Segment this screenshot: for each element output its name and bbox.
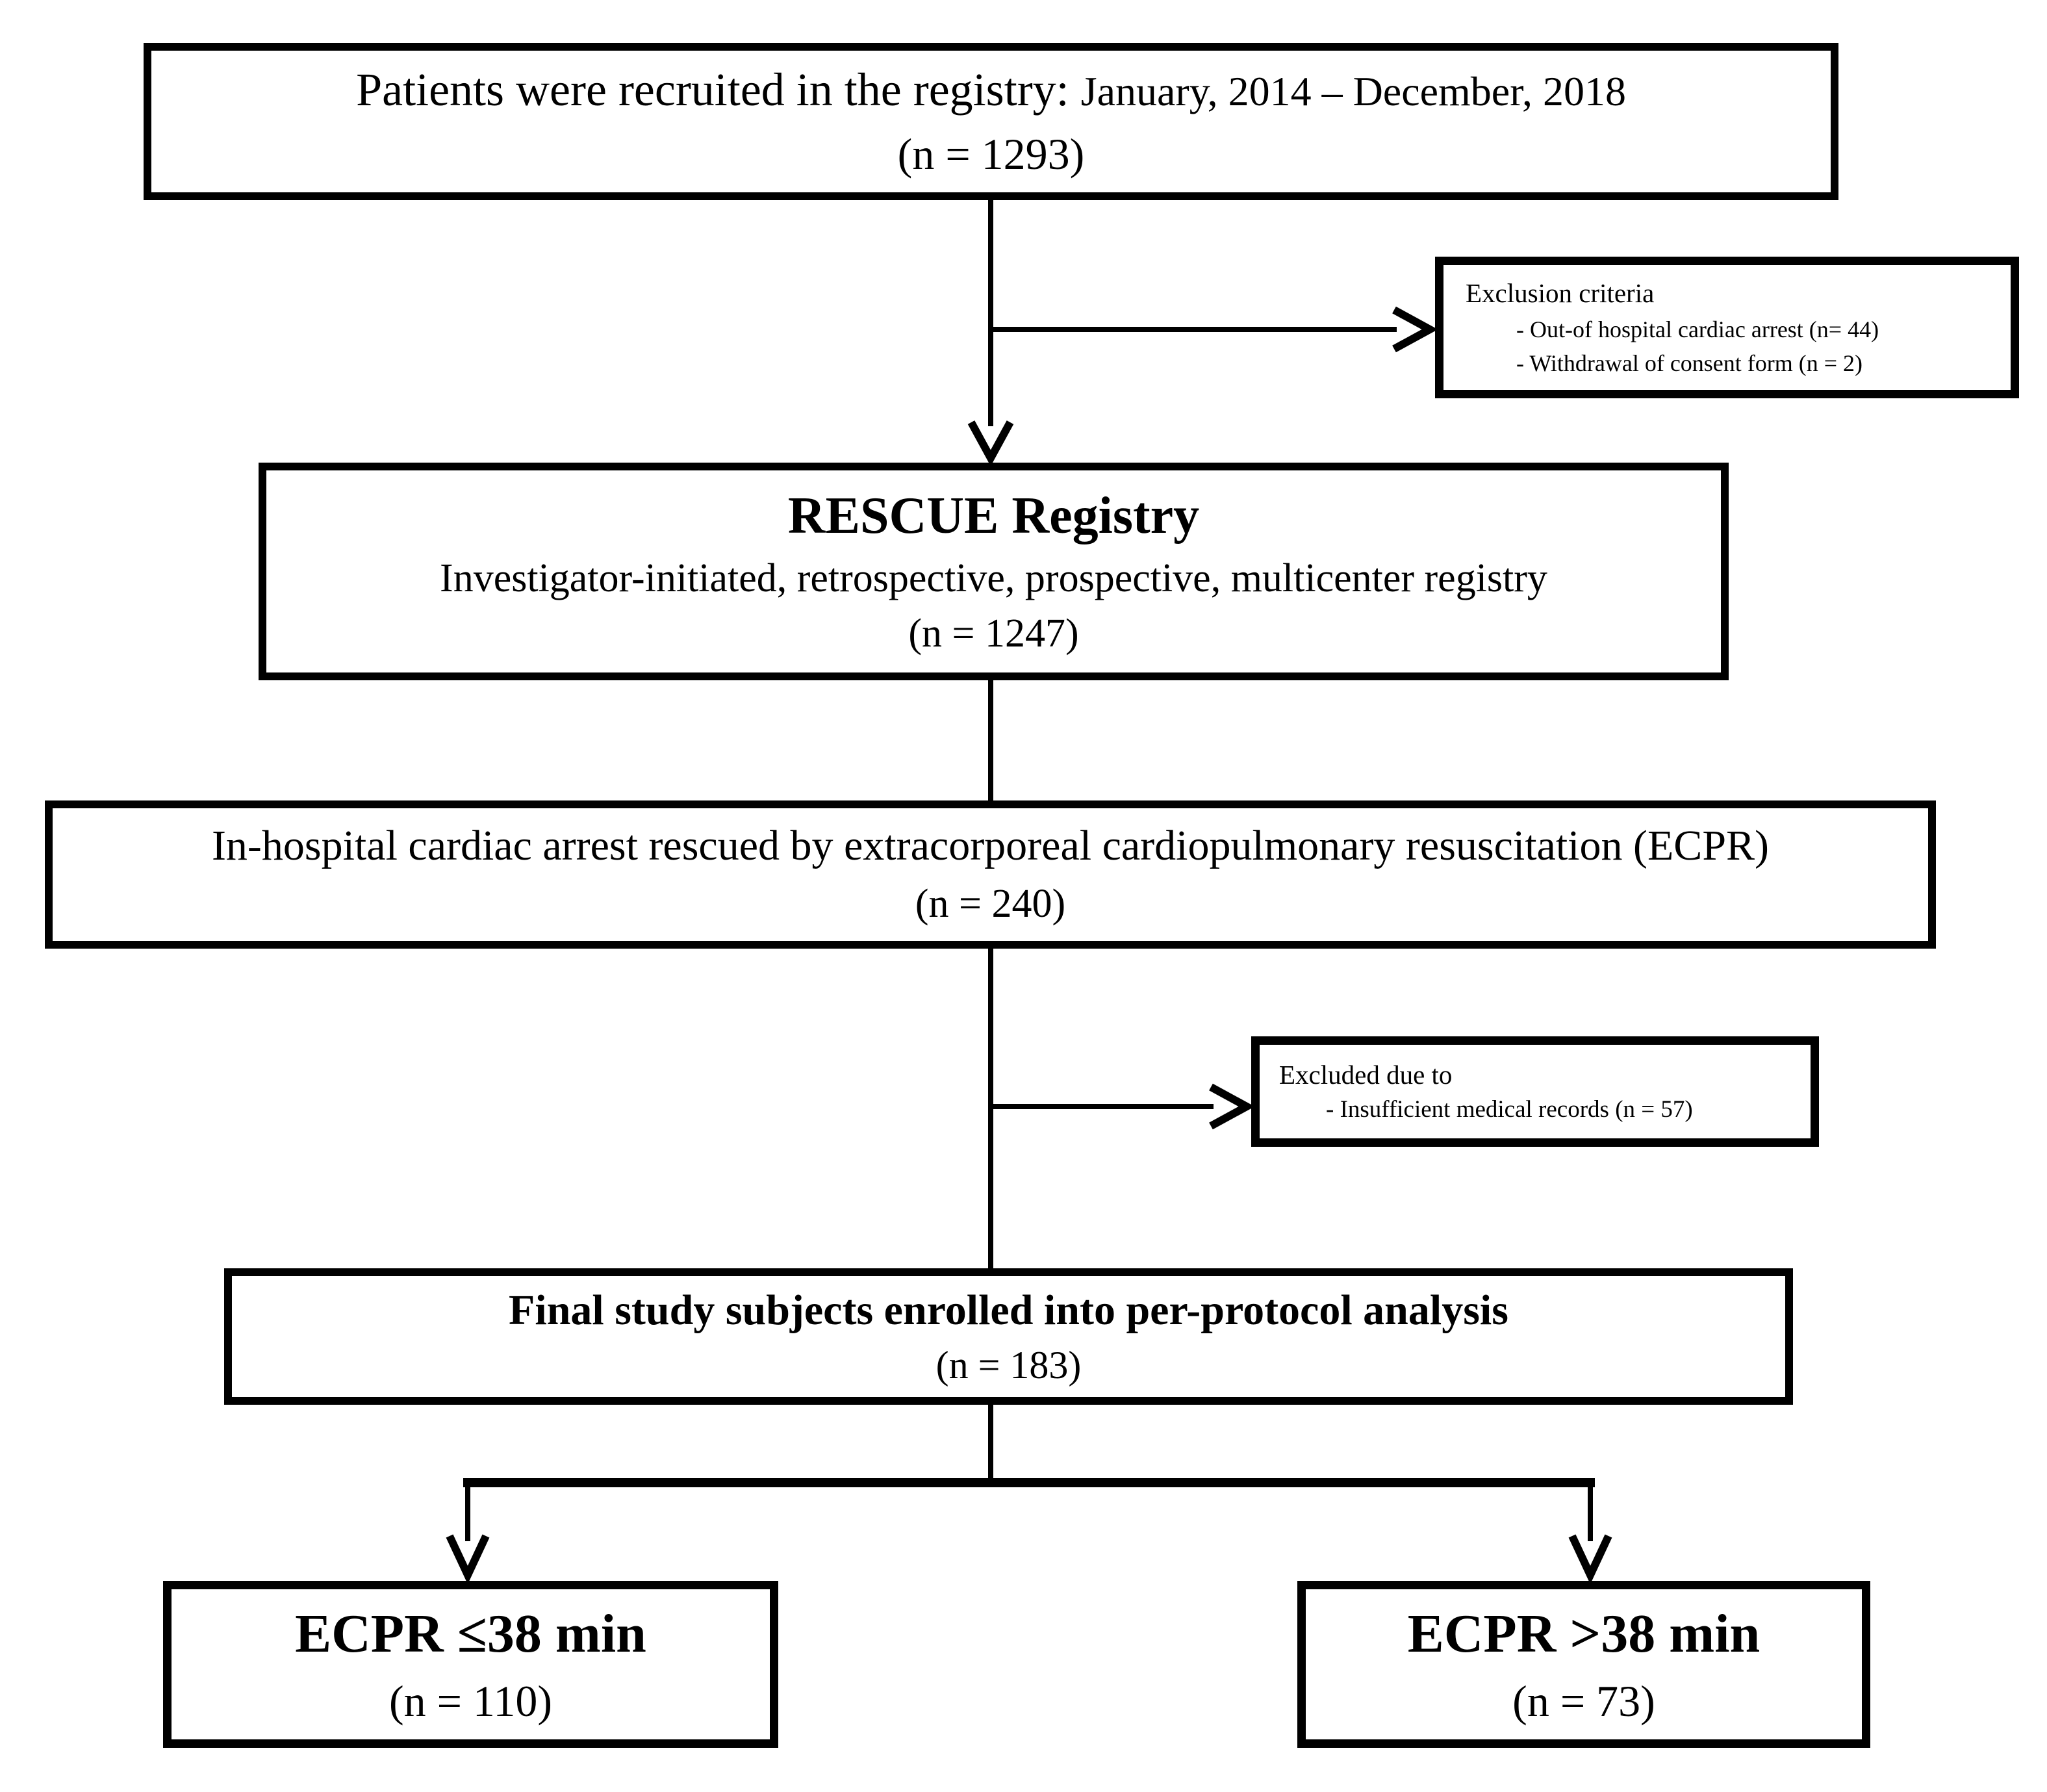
recruited-n-label: (n = 1293) <box>897 129 1085 179</box>
arrowhead-down-ecpr-le38-icon <box>446 1534 490 1585</box>
arrowhead-right-exclusion-icon <box>1392 306 1438 353</box>
final-n-label: (n = 183) <box>935 1343 1082 1387</box>
exclusion-title: Exclusion criteria <box>1466 278 1655 309</box>
ecpr-gt38-n-label: (n = 73) <box>1512 1676 1655 1726</box>
box-ecpr-gt38: ECPR >38 min (n = 73) <box>1297 1581 1870 1748</box>
box-final-subjects: Final study subjects enrolled into per-p… <box>224 1268 1793 1405</box>
arrowhead-down-ecpr-gt38-icon <box>1568 1534 1612 1585</box>
box-ecpr-le38: ECPR ≤38 min (n = 110) <box>163 1581 778 1748</box>
ecpr-gt38-title: ECPR >38 min <box>1407 1603 1761 1664</box>
ecpr-le38-title: ECPR ≤38 min <box>295 1603 646 1664</box>
box-excluded-due-to: Excluded due to - Insufficient medical r… <box>1251 1036 1819 1147</box>
exclusion-item: - Out-of hospital cardiac arrest (n= 44) <box>1516 316 1879 342</box>
ihca-title: In-hospital cardiac arrest rescued by ex… <box>211 822 1770 870</box>
rescue-title: RESCUE Registry <box>787 487 1200 545</box>
box-ihca-ecpr: In-hospital cardiac arrest rescued by ex… <box>45 800 1936 949</box>
box-exclusion-criteria: Exclusion criteria - Out-of hospital car… <box>1435 257 2019 398</box>
ecpr-le38-n-label: (n = 110) <box>388 1676 553 1726</box>
exclusion-item: - Withdrawal of consent form (n = 2) <box>1516 350 1863 377</box>
rescue-n-label: (n = 1247) <box>908 611 1079 656</box>
excluded-item: - Insufficient medical records (n = 57) <box>1326 1096 1693 1123</box>
arrowhead-right-excluded-icon <box>1209 1083 1255 1130</box>
ihca-n-label: (n = 240) <box>915 882 1066 927</box>
recruited-title: Patients were recruited in the registry:… <box>356 62 1626 118</box>
rescue-subtitle: Investigator-initiated, retrospective, p… <box>440 556 1547 600</box>
recruited-title-main: Patients were recruited in the registry: <box>356 64 1081 116</box>
arrowhead-down-rescue-icon <box>967 420 1014 467</box>
recruited-title-dates: January, 2014 – December, 2018 <box>1080 68 1626 115</box>
final-title: Final study subjects enrolled into per-p… <box>509 1286 1508 1334</box>
excluded-title: Excluded due to <box>1279 1059 1453 1090</box>
box-recruited: Patients were recruited in the registry:… <box>144 43 1838 200</box>
box-rescue-registry: RESCUE Registry Investigator-initiated, … <box>259 463 1729 680</box>
